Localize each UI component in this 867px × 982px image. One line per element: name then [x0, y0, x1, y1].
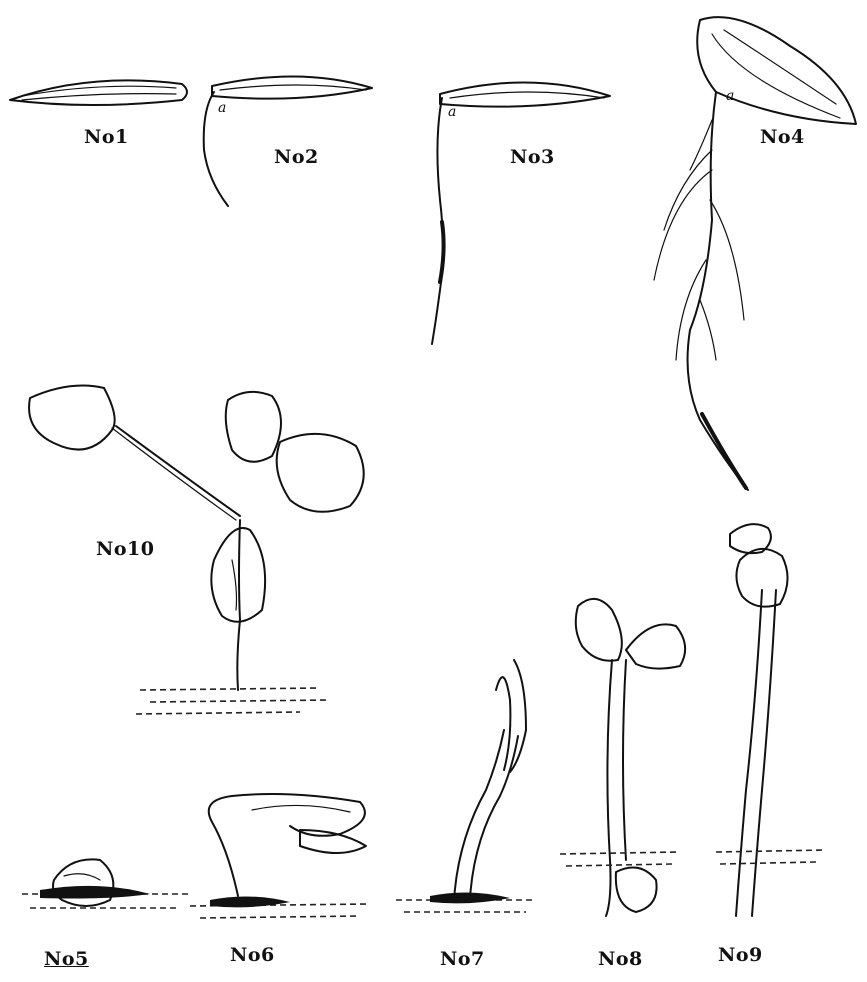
seedling-no8: [560, 599, 685, 916]
seedling-no10: [29, 386, 364, 714]
label-no8: No8: [598, 948, 643, 970]
label-no6: No6: [230, 944, 275, 966]
seedling-no7: [396, 660, 536, 912]
seedling-no3: [432, 82, 610, 344]
seedling-no5: [22, 859, 190, 908]
annotation-a-no2: a: [218, 100, 226, 116]
label-no10: No10: [96, 538, 154, 560]
label-no3: No3: [510, 146, 555, 168]
annotation-a-no3: a: [448, 104, 456, 120]
label-no4: No4: [760, 126, 805, 148]
label-no5: No5: [44, 948, 89, 970]
annotation-a-no4: a: [726, 88, 734, 104]
label-no9: No9: [718, 944, 763, 966]
seedling-no6: [190, 794, 370, 918]
seedling-no9: [716, 524, 826, 916]
label-no1: No1: [84, 126, 129, 148]
seedling-no4: [654, 17, 856, 490]
seedling-no2: [204, 76, 372, 206]
label-no7: No7: [440, 948, 485, 970]
seed-no1: [10, 80, 187, 105]
label-no2: No2: [274, 146, 319, 168]
